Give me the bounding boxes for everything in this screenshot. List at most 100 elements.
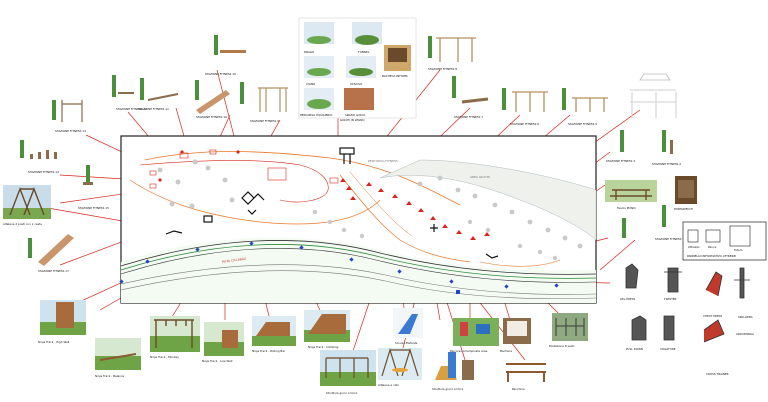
- plan-object: [179, 152, 189, 159]
- catalog-title: GIOCHI IN LEGNO: [340, 118, 365, 122]
- running-loop: [139, 160, 329, 203]
- station-6: STAZIONE FITNESS 6: [502, 88, 548, 126]
- tree: [175, 179, 181, 185]
- panel-icon: [729, 225, 751, 247]
- photo-grass: [95, 356, 141, 370]
- tree: [527, 219, 533, 225]
- gym-machine: [625, 263, 639, 289]
- gym-label: SPALLIERA: [738, 315, 753, 319]
- station-markers: [158, 150, 490, 240]
- spring-game: [485, 253, 499, 259]
- station-marker: [378, 188, 384, 192]
- photo-mound: [307, 99, 331, 109]
- station-totem: [20, 140, 24, 158]
- slide-shape: [398, 314, 418, 334]
- tree: [562, 235, 568, 241]
- site-plan: PERCORSO FITNESS AREA GIOCHI PISTA CICLA…: [119, 135, 597, 304]
- ninja-label: Ninja Track - High Wall: [38, 340, 70, 344]
- fitness-track: [479, 259, 561, 267]
- ninja-high-wall: Ninja Track - High Wall: [38, 300, 86, 344]
- bottom-bench: Panchina: [506, 363, 546, 391]
- outdoor-gym-labels: LEG PRESS TWISTER CHEST PRESS SPALLIERA …: [620, 297, 754, 376]
- station-equipment: [83, 182, 93, 185]
- path-green: [120, 244, 597, 279]
- catalog-item: PERCORSO EQUILIBRIO: [300, 113, 333, 117]
- ninja-low-wall: Ninja Track - Low Wall: [202, 322, 244, 363]
- bottom-label: Percorso Arrampicata Area: [450, 349, 488, 353]
- station-totem: [52, 100, 56, 120]
- station-label: STAZIONE FITNESS 2: [652, 162, 681, 166]
- photo-bg: [605, 180, 657, 202]
- station-marker: [442, 224, 448, 228]
- photo-grass: [3, 208, 51, 219]
- station-label: STAZIONE FITNESS 11: [138, 107, 169, 111]
- tree: [455, 187, 461, 193]
- panel-icon: [687, 229, 699, 243]
- plan-object: [209, 149, 217, 155]
- tree: [312, 209, 318, 215]
- station-totem: [452, 76, 456, 98]
- ninja-label: Ninja Track - Climbing: [308, 345, 339, 349]
- tree: [509, 209, 515, 215]
- station-13: STAZIONE FITNESS 13: [52, 100, 86, 133]
- picnic-table: Tavolo PICNIC: [605, 180, 657, 210]
- station-label: STAZIONE FITNESS 3: [606, 159, 635, 163]
- tree: [192, 159, 198, 165]
- catalog-item: SCIVOLO: [350, 82, 363, 86]
- station-equipment: [512, 91, 548, 112]
- ninja-label: Ninja Track - Rolling Bar: [252, 349, 286, 353]
- gym-machine: [664, 267, 682, 293]
- gym-machine: [734, 267, 750, 299]
- lamp-marker: [349, 257, 354, 262]
- swing-frame: [9, 187, 45, 216]
- station-equipment: [630, 89, 677, 118]
- tree: [359, 233, 365, 239]
- station-totem: [28, 238, 32, 258]
- play-part: [460, 322, 468, 336]
- fitness-track: [339, 174, 471, 263]
- catalog-item: CIGNO: [306, 82, 316, 86]
- ninja-monkey: Ninja Track - Monkey: [150, 316, 200, 359]
- station-12: STAZIONE FITNESS 12: [112, 75, 147, 111]
- station-equipment: [572, 97, 608, 112]
- bottom-label: Bacheca: [500, 349, 512, 353]
- station-label: STAZIONE FITNESS 15: [78, 206, 109, 210]
- station-equipment: [258, 87, 288, 112]
- tree: [577, 243, 583, 249]
- ninja-label: Ninja Track - Low Wall: [202, 359, 233, 363]
- station-totem: [195, 80, 199, 100]
- station-equipment: [30, 154, 33, 159]
- station-totem: [562, 88, 566, 110]
- tree: [472, 193, 478, 199]
- gym-label: PULL DOWN: [626, 347, 643, 351]
- pergola-structure: [339, 147, 355, 155]
- gym-machine: [631, 315, 647, 341]
- station-10: STAZIONE FITNESS 10: [195, 80, 230, 119]
- play-part: [462, 360, 474, 380]
- tree: [189, 203, 195, 209]
- catalog-item: BACHECA INFORM.: [382, 74, 408, 78]
- panel-icon-label: Panca: [708, 245, 717, 249]
- station-15: STAZIONE FITNESS 15: [78, 165, 109, 210]
- station-2: STAZIONE FITNESS 2: [652, 130, 681, 166]
- wall-shape: [56, 302, 74, 328]
- ninja-structure: [247, 209, 257, 215]
- panel-label: PANNELLO INFORMATIVO ATTREZZI: [687, 254, 736, 258]
- waste-bin: PORTARIFIUTI: [674, 176, 697, 211]
- tree: [169, 201, 175, 207]
- tree: [552, 255, 558, 261]
- station-totem: [214, 35, 218, 55]
- station-label: STAZIONE FITNESS 16: [205, 72, 236, 76]
- photo-mound: [355, 35, 379, 45]
- picnic-label: Tavolo PICNIC: [616, 206, 636, 210]
- station-8: STAZIONE FITNESS 8: [428, 36, 476, 71]
- swing-structure: [430, 224, 438, 232]
- photo-grass: [150, 336, 200, 352]
- station-9: STAZIONE FITNESS 9: [240, 82, 288, 123]
- station-equipment: [670, 140, 673, 154]
- station-equipment: [38, 234, 74, 266]
- photo-mound: [349, 68, 373, 76]
- station-equipment: [46, 150, 49, 159]
- outdoor-gym: [625, 263, 750, 343]
- swing-frame: [381, 347, 419, 377]
